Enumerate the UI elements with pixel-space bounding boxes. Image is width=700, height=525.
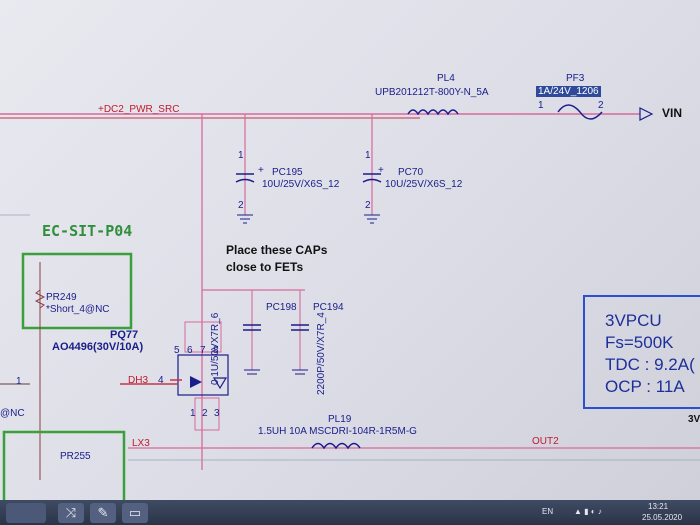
pr249-value: *Short_4@NC (46, 304, 110, 315)
clock-time[interactable]: 13:21 (648, 502, 669, 511)
tray-icons[interactable]: ▲ ▮ ◐ ♪ (574, 507, 602, 516)
spec-ocp: OCP : 11A (605, 377, 685, 396)
left-pin1: 1 (16, 376, 22, 387)
pr249-ref: PR249 (46, 292, 77, 303)
pc194-value: 2200P/50V/X7R_4 (316, 312, 327, 395)
vin-label: VIN (662, 106, 683, 120)
spec-title: 3VPCU (605, 311, 662, 330)
fet-pin6: 6 (187, 345, 193, 356)
left-nc-label: @NC (0, 408, 25, 419)
fet-pin2: 2 (202, 408, 208, 419)
pc70-value: 10U/25V/X6S_12 (385, 179, 463, 190)
fet-pin3: 3 (214, 408, 220, 419)
fet-pin7: 7 (200, 345, 206, 356)
pc195-pin1: 1 (238, 150, 244, 161)
pc70-pin1: 1 (365, 150, 371, 161)
pr255-ref: PR255 (60, 451, 91, 462)
pc194-ref: PC194 (313, 302, 344, 313)
pc195-plus: + (258, 165, 264, 176)
ec-sit-label: EC-SIT-P04 (42, 222, 133, 240)
pc195-ref: PC195 (272, 167, 303, 178)
spec-tdc: TDC : 9.2A( (605, 355, 695, 374)
pl19-part: 1.5UH 10A MSCDRI-104R-1R5M-G (258, 426, 417, 437)
pq77-part: AO4496(30V/10A) (52, 341, 144, 353)
pf3-pin2: 2 (598, 100, 604, 111)
start-button[interactable] (6, 503, 46, 523)
pl4-part: UPB201212T-800Y-N_5A (375, 87, 489, 98)
clock-date[interactable]: 25.05.2020 (642, 513, 683, 522)
pc70-plus: + (378, 165, 384, 176)
spec-box-3vpcu: 3VPCU Fs=500K TDC : 9.2A( OCP : 11A (583, 295, 700, 409)
app-icon[interactable]: ✎ (90, 503, 116, 523)
shuffle-icon[interactable]: ⤨ (58, 503, 84, 523)
dh3-net: DH3 (128, 375, 149, 386)
pl19-ref: PL19 (328, 414, 352, 425)
taskbar: ⤨ ✎ ▭ EN ▲ ▮ ◐ ♪ 13:21 25.05.2020 (0, 500, 700, 525)
language-indicator[interactable]: EN (542, 507, 554, 516)
schematic-canvas[interactable]: +DC2_PWR_SRC PL4 UPB201212T-800Y-N_5A PF… (0, 0, 700, 500)
right-cut-label: 3V (688, 414, 700, 425)
pf3-ref: PF3 (566, 73, 585, 84)
spec-fs: Fs=500K (605, 333, 674, 352)
pl4-ref: PL4 (437, 73, 455, 84)
fet-pin8: 8 (213, 345, 219, 356)
placement-note: Place these CAPs close to FETs (226, 243, 328, 274)
schematic-wires (0, 104, 700, 500)
fet-pin5: 5 (174, 345, 180, 356)
lx3-net: LX3 (132, 438, 150, 449)
net-dc2-pwr-src: +DC2_PWR_SRC (98, 104, 180, 115)
fet-pin1: 1 (190, 408, 196, 419)
out2-net: OUT2 (532, 436, 559, 447)
pc195-pin2: 2 (238, 200, 244, 211)
pc195-value: 10U/25V/X6S_12 (262, 179, 340, 190)
pf3-pin1: 1 (538, 100, 544, 111)
pq77-ref: PQ77 (110, 329, 139, 341)
pc70-ref: PC70 (398, 167, 424, 178)
gate-pin4: 4 (158, 375, 164, 386)
pc70-pin2: 2 (365, 200, 371, 211)
folder-icon[interactable]: ▭ (122, 503, 148, 523)
pc198-ref: PC198 (266, 302, 297, 313)
pf3-part[interactable]: 1A/24V_1206 (536, 86, 601, 97)
